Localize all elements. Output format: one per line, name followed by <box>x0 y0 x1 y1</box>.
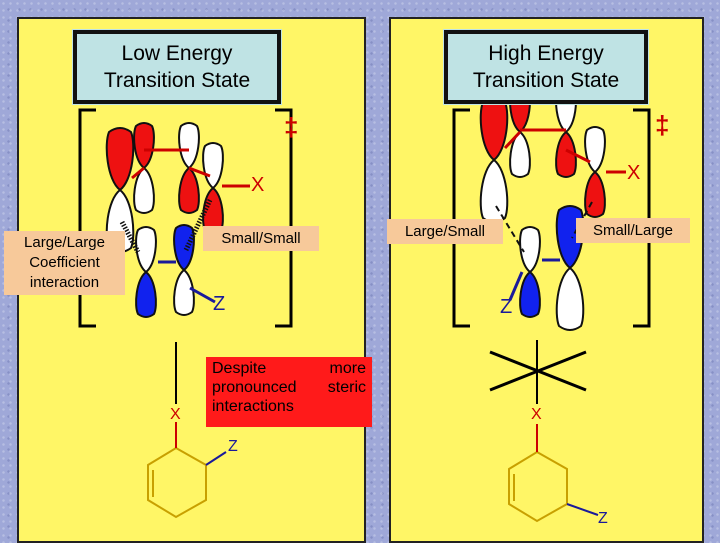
left-bracket-open <box>78 108 96 328</box>
tag-small-large: Small/Large <box>576 218 690 243</box>
dagger-left: ‡ <box>284 112 299 142</box>
tag-large-small: Large/Small <box>387 219 503 244</box>
orbital-p-blue-left <box>135 226 157 318</box>
interaction-large-large <box>119 220 141 254</box>
steric-note: Despite more pronounced steric interacti… <box>206 357 372 427</box>
product-z-left: Z <box>228 438 238 455</box>
product-x-right: X <box>531 406 542 423</box>
interaction-large-small <box>495 205 525 253</box>
cyclohexene-left <box>147 446 207 519</box>
x-label-left: X <box>251 174 265 196</box>
orbital-r-blue-left <box>519 226 541 318</box>
left-bracket-close <box>275 108 293 328</box>
interaction-small-small <box>183 198 213 252</box>
z-label-left: Z <box>213 293 226 315</box>
product-z-right: Z <box>598 510 608 527</box>
orbital-r-large-left <box>479 97 509 223</box>
orbital-p-right-x <box>202 142 224 234</box>
product-x-left: X <box>170 406 181 423</box>
tag-large-large: Large/Large Coefficient interaction <box>4 231 125 295</box>
forbidden-cross <box>489 350 587 392</box>
z-label-right: Z <box>500 296 513 318</box>
cyclohexene-right <box>508 450 568 523</box>
orbital-r-right-x <box>584 126 606 218</box>
x-label-right: X <box>627 162 641 184</box>
tag-small-small: Small/Small <box>203 226 319 251</box>
right-bracket-open <box>452 108 470 328</box>
dagger-right: ‡ <box>655 110 670 140</box>
panel-high-energy <box>389 17 704 543</box>
